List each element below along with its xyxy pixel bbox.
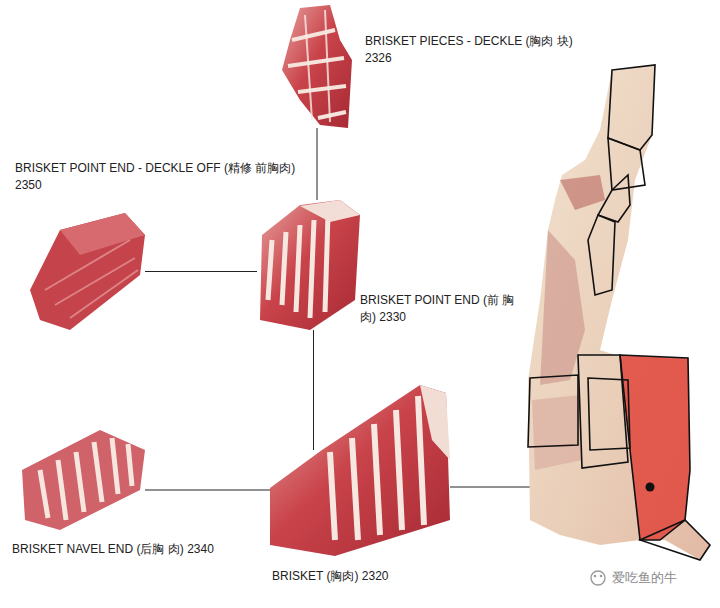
watermark: 爱吃鱼的牛 [612, 569, 677, 587]
navel-end-node: BRISKET NAVEL END (后胸 肉) 2340 [22, 430, 145, 530]
watermark-icon [591, 571, 605, 585]
brisket-pieces-photo [282, 5, 352, 128]
connector-line [145, 271, 257, 272]
cut-label: BRISKET POINT END (前 胸肉) 2330 [360, 292, 520, 326]
connector-line [317, 128, 318, 200]
connector-line [145, 490, 270, 491]
connector-line [313, 330, 314, 450]
point-end-node: BRISKET POINT END (前 胸肉) 2330 [257, 200, 357, 330]
point-end-deckle-off-node: BRISKET POINT END - DECKLE OFF (精修 前胸肉) … [30, 213, 145, 330]
cut-label: BRISKET NAVEL END (后胸 肉) 2340 [12, 541, 217, 558]
point-end-deckle-off-photo [30, 213, 145, 330]
brisket-point-end-photo [260, 200, 360, 330]
brisket-node: BRISKET (胸肉) 2320 [270, 450, 452, 556]
cut-label: BRISKET (胸肉) 2320 [272, 568, 522, 585]
carcass-illustration [528, 65, 710, 560]
cut-label: BRISKET PIECES - DECKLE (胸肉 块) 2326 [365, 33, 587, 67]
brisket-photo [270, 385, 450, 556]
brisket-navel-end-photo [22, 430, 145, 530]
cut-label: BRISKET POINT END - DECKLE OFF (精修 前胸肉) … [15, 160, 300, 194]
brisket-pieces-node: BRISKET PIECES - DECKLE (胸肉 块) 2326 [282, 5, 352, 128]
